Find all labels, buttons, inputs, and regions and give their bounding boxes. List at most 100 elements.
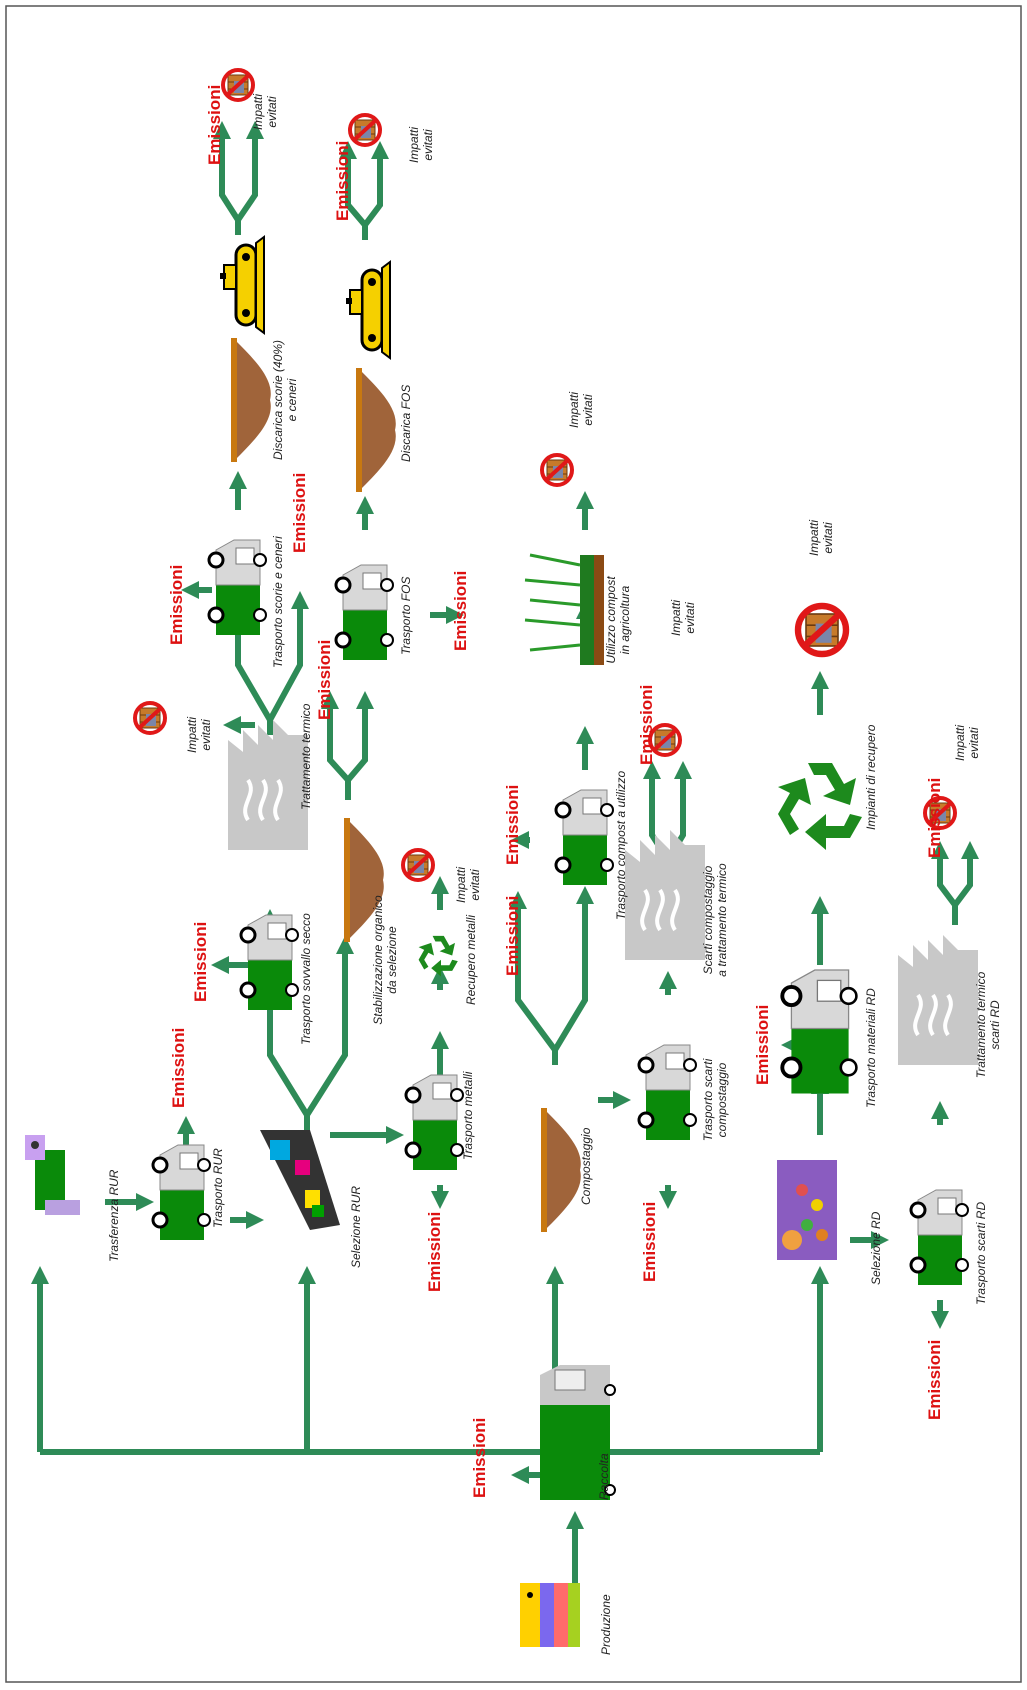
svg-text:Impattievitati: Impattievitati [567, 392, 595, 428]
noimpact-icon [135, 703, 165, 733]
recycle-large-icon [778, 763, 862, 850]
impatti-line1: Impatti [669, 600, 683, 636]
label-scarti-comp-2: a trattamento termico [715, 863, 729, 977]
bins-icon [520, 1583, 580, 1647]
impatti-line1: Impatti [807, 520, 821, 556]
label-selezione-rd: Selezione RD [869, 1211, 883, 1285]
crop-icon [525, 555, 604, 665]
svg-text:Scarti compostaggioa trattamen: Scarti compostaggioa trattamento termico [701, 863, 729, 977]
label-utilizzo-compost-2: in agricoltura [618, 585, 632, 654]
emissioni-label: Emissioni [925, 1340, 944, 1420]
label-compostaggio: Compostaggio [579, 1127, 593, 1205]
impatti-line2: evitati [967, 727, 981, 759]
impatti-line1: Impatti [251, 94, 265, 130]
landfill-fos-icon [356, 368, 396, 492]
truck-scorie-icon [209, 540, 266, 635]
label-discarica-fos: Discarica FOS [399, 385, 413, 462]
svg-text:Impattievitati: Impattievitati [454, 867, 482, 903]
label-recupero-metalli: Recupero metalli [464, 915, 478, 1005]
truck-scarti-rd-icon [911, 1190, 968, 1285]
impatti-line2: evitati [421, 129, 435, 161]
noimpact-icon [223, 70, 253, 100]
emissioni-label: Emissioni [503, 785, 522, 865]
impatti-line2: evitati [581, 394, 595, 426]
label-selezione-rur: Selezione RUR [349, 1186, 363, 1268]
impatti-line2: evitati [821, 522, 835, 554]
emissioni-label: Emissioni [470, 1418, 489, 1498]
svg-text:Trasporto scarticompostaggio: Trasporto scarticompostaggio [701, 1058, 729, 1141]
label-stabilizzazione-1: Stabilizzazione organico [371, 895, 385, 1025]
svg-text:Impattievitati: Impattievitati [251, 94, 279, 130]
factory-icon [228, 720, 308, 850]
label-trasporto-scorie: Trasporto scorie e ceneri [271, 536, 285, 668]
impatti-line2: evitati [683, 602, 697, 634]
label-trasporto-sovvallo: Trasporto sovvallo secco [299, 913, 313, 1045]
truck-materiali-rd-icon [782, 970, 856, 1094]
emissioni-label: Emissioni [167, 565, 186, 645]
impatti-line1: Impatti [567, 392, 581, 428]
compost-heap-icon [541, 1108, 581, 1232]
truck-metalli-icon [406, 1075, 463, 1170]
label-trasporto-metalli: Trasporto metalli [461, 1071, 475, 1160]
svg-text:Stabilizzazione organicoda sel: Stabilizzazione organicoda selezione [371, 895, 399, 1025]
emissioni-label: Emissioni [191, 922, 210, 1002]
label-trattamento-termico: Trattamento termico [299, 703, 313, 810]
noimpact-icon [350, 115, 380, 145]
impatti-line2: evitati [199, 719, 213, 751]
label-trattamento-rd-1: Trattamento termico [974, 971, 988, 1078]
truck-compost-icon [556, 790, 613, 885]
sorting-rd-icon [777, 1160, 837, 1260]
label-raccolta: Raccolta [597, 1453, 611, 1500]
svg-text:Impattievitati: Impattievitati [407, 127, 435, 163]
impatti-line1: Impatti [185, 717, 199, 753]
emissioni-label: Emissioni [205, 85, 224, 165]
emissioni-label: Emissioni [425, 1212, 444, 1292]
emissioni-label: Emissioni [925, 778, 944, 858]
noimpact-large-icon [798, 606, 846, 654]
svg-text:Trattamento termicoscarti RD: Trattamento termicoscarti RD [974, 971, 1002, 1078]
emissioni-label: Emissioni [640, 1202, 659, 1282]
emissioni-label: Emissioni [290, 473, 309, 553]
impatti-line2: evitati [468, 869, 482, 901]
emissioni-label: Emissioni [315, 640, 334, 720]
emissioni-label: Emissioni [503, 896, 522, 976]
label-trasporto-scarti-rd: Trasporto scarti RD [974, 1202, 988, 1305]
svg-text:Utilizzo compostin agricoltura: Utilizzo compostin agricoltura [604, 576, 632, 664]
emissioni-label: Emissioni [169, 1028, 188, 1108]
factory-scarti-comp-icon [625, 830, 705, 960]
svg-text:Discarica scorie (40%)e ceneri: Discarica scorie (40%)e ceneri [271, 340, 299, 460]
svg-text:Impattievitati: Impattievitati [953, 725, 981, 761]
transfer-station-icon [25, 1135, 80, 1215]
label-discarica-scorie-1: Discarica scorie (40%) [271, 340, 285, 460]
emissioni-label: Emissioni [451, 571, 470, 651]
label-produzione: Produzione [599, 1594, 613, 1655]
svg-text:Impattievitati: Impattievitati [185, 717, 213, 753]
impatti-line1: Impatti [407, 127, 421, 163]
truck-sovvallo-icon [241, 915, 298, 1010]
landfill-scorie-icon [231, 338, 271, 462]
emissioni-label: Emissioni [753, 1005, 772, 1085]
label-trasporto-materiali-rd: Trasporto materiali RD [864, 988, 878, 1108]
label-discarica-scorie-2: e ceneri [285, 378, 299, 421]
impatti-line1: Impatti [454, 867, 468, 903]
impatti-line1: Impatti [953, 725, 967, 761]
label-trasporto-rur: Trasporto RUR [211, 1148, 225, 1228]
factory-rd-icon [898, 935, 978, 1065]
label-scarti-comp-1: Scarti compostaggio [701, 865, 715, 974]
emissioni-label: Emissioni [333, 141, 352, 221]
bulldozer-scorie-icon [220, 237, 264, 333]
label-trasferenza-rur: Trasferenza RUR [107, 1169, 121, 1262]
label-trasporto-compost: Trasporto compost a utilizzo [614, 771, 628, 920]
sorting-conveyor-icon [260, 1130, 340, 1230]
truck-scarti-comp-icon [639, 1045, 696, 1140]
noimpact-icon [542, 455, 572, 485]
label-trasporto-scarti-comp-1: Trasporto scarti [701, 1058, 715, 1141]
label-stabilizzazione-2: da selezione [385, 926, 399, 994]
recycle-metalli-icon [419, 936, 458, 977]
label-trasporto-fos: Trasporto FOS [399, 577, 413, 655]
label-trattamento-rd-2: scarti RD [988, 1000, 1002, 1050]
label-trasporto-scarti-comp-2: compostaggio [715, 1062, 729, 1137]
emissioni-label: Emissioni [637, 685, 656, 765]
